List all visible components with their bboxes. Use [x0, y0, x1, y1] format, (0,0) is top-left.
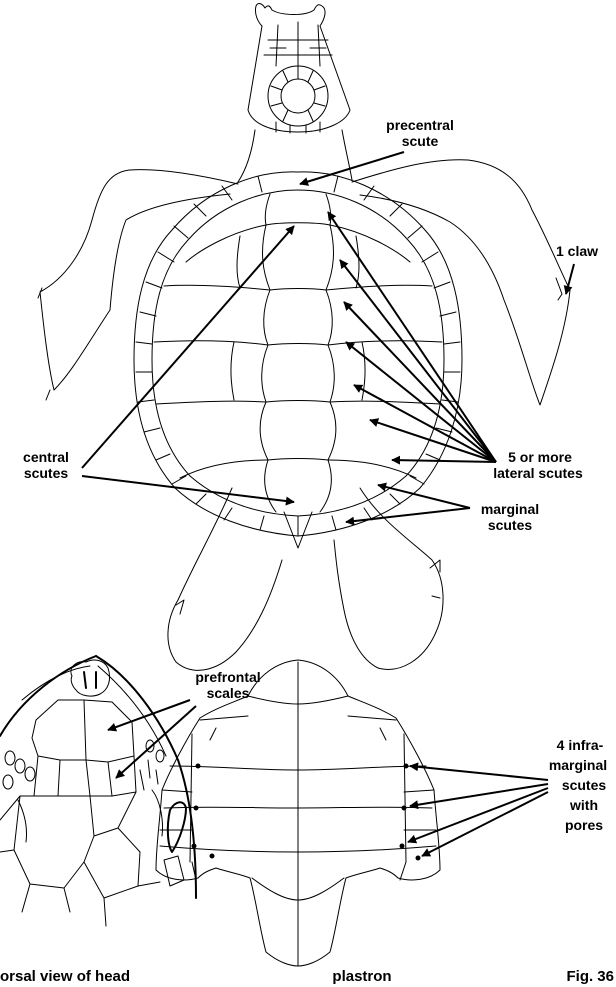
- label-prefrontal-2: scales: [207, 685, 250, 701]
- label-inframarginal-3: scutes: [562, 777, 607, 793]
- label-marginal: marginal: [481, 501, 539, 517]
- arrow-lateral-2: [340, 260, 496, 462]
- plastron-drawing: [156, 660, 440, 966]
- arrow-central-1: [82, 226, 294, 468]
- front-flippers: [38, 160, 570, 405]
- label-claw: 1 claw: [556, 243, 598, 259]
- label-central-2: scutes: [24, 465, 69, 481]
- caption-head: orsal view of head: [0, 968, 130, 985]
- caption-plastron: plastron: [332, 968, 391, 985]
- label-inframarginal-5: pores: [565, 817, 603, 833]
- turtle-head: [248, 4, 350, 133]
- label-marginal-2: scutes: [488, 517, 533, 533]
- arrow-lateral-1: [328, 212, 496, 462]
- turtle-dorsal-drawing: [38, 4, 570, 671]
- arrow-lateral-5: [354, 385, 496, 462]
- arrow-lateral-4: [346, 342, 496, 462]
- arrow-inframarginal-1: [410, 766, 548, 780]
- arrow-marginal-2: [346, 508, 470, 522]
- label-inframarginal-2: marginal: [549, 757, 607, 773]
- label-central: central: [23, 449, 69, 465]
- arrow-lateral-3: [344, 302, 496, 462]
- label-lateral: 5 or more: [508, 449, 572, 465]
- label-inframarginal-1: 4 infra-: [557, 737, 604, 753]
- caption-figure: Fig. 36: [566, 968, 614, 985]
- label-precentral: precentral: [386, 117, 454, 133]
- arrow-lateral-7: [392, 460, 496, 462]
- label-precentral-2: scute: [402, 133, 439, 149]
- label-lateral-2: lateral scutes: [493, 465, 583, 481]
- label-inframarginal-4: with: [569, 797, 598, 813]
- arrow-central-2: [82, 476, 294, 502]
- arrow-prefrontal-1: [108, 700, 190, 730]
- head-dorsal-drawing: [0, 656, 196, 926]
- label-prefrontal: prefrontal: [195, 669, 260, 685]
